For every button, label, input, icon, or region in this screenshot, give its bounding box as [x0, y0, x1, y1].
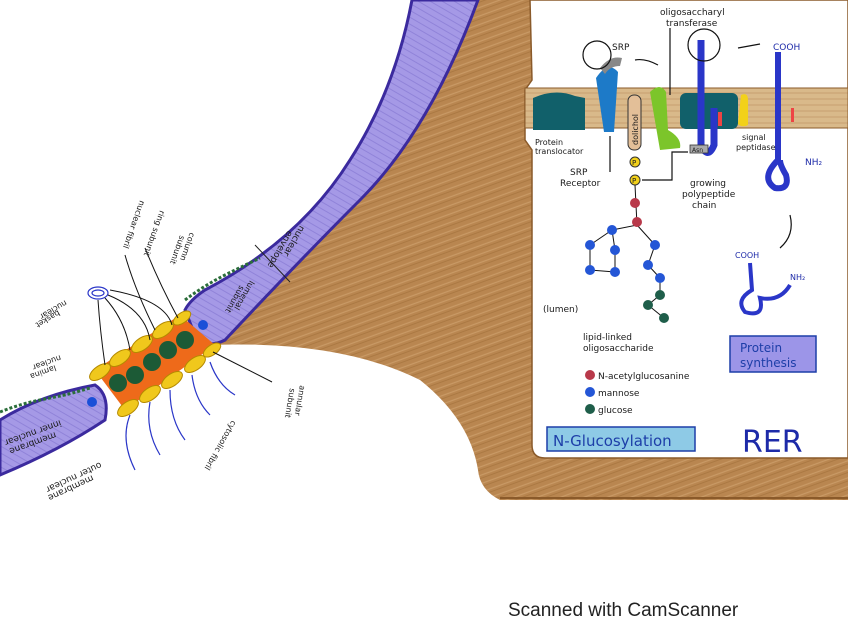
released-chain — [765, 52, 790, 192]
ost-label-2: transferase — [666, 19, 718, 29]
growing-chain-label-2: polypeptide — [682, 190, 736, 200]
protein-synthesis-label-1: Protein — [740, 341, 782, 355]
srp-receptor — [596, 67, 618, 132]
legend-swatch — [585, 370, 595, 380]
n-glucosylation-box — [546, 426, 696, 452]
growing-chain-label-1: growing — [690, 179, 726, 189]
nh2-label-folded: NH₂ — [790, 273, 805, 282]
cooh-label: COOH — [773, 43, 800, 53]
lipid-linked-label-2: oligosaccharide — [583, 344, 654, 354]
ost-label-1: oligosaccharyl — [660, 8, 725, 18]
n-glucosylation-label: N-Glucosylation — [553, 432, 672, 450]
oligosaccharide-chain — [585, 184, 669, 323]
phosphate-1 — [629, 156, 641, 168]
rer-lumen-panel — [524, 0, 848, 459]
folded-protein — [739, 262, 792, 316]
signal-peptidase — [738, 94, 748, 127]
legend-swatch — [585, 404, 595, 414]
nuclear-fibril-label: nuclear fibril — [121, 199, 147, 249]
legend-label: N-acetylglucosanine — [598, 372, 690, 382]
lipid-linked-label-1: lipid-linked — [583, 333, 632, 343]
legend: N-acetylglucosanine mannose glucose — [585, 370, 690, 416]
lumenal-subunit-knob — [198, 320, 208, 330]
arrow — [634, 58, 659, 66]
nh2-label: NH₂ — [805, 158, 823, 168]
dolichol-label: dolichol — [631, 114, 640, 145]
nuclear-basket — [87, 286, 109, 300]
protein-synthesis-label-2: synthesis — [740, 356, 797, 370]
srp-label: SRP — [612, 43, 630, 53]
lumen-label: (lumen) — [543, 305, 578, 315]
protein-synthesis-box — [729, 335, 817, 373]
nuclear-fibrils — [97, 247, 179, 366]
dolichol — [627, 94, 642, 151]
arrow — [737, 43, 761, 49]
protein-translocator — [533, 92, 585, 130]
oligosaccharyl-transferase — [650, 87, 681, 150]
translocon — [680, 93, 738, 129]
cytosolic-fibrils — [125, 361, 236, 471]
ring-subunit-label: ring subunit — [142, 209, 167, 257]
asn-label: Asn — [692, 147, 703, 154]
phosphate-label: P — [632, 177, 636, 185]
camscanner-watermark: Scanned with CamScanner — [508, 600, 739, 621]
legend-label: glucose — [598, 406, 633, 416]
cytosolic-fibril-label: cytosolic fibril — [203, 419, 239, 472]
phosphate-label: P — [632, 159, 636, 167]
signal-peptidase-label-1: signal — [742, 133, 766, 142]
srp — [600, 57, 622, 74]
translocator-label-1: Protein — [535, 138, 563, 147]
srp-receptor-label-1: SRP — [570, 168, 588, 178]
growing-chain-label-3: chain — [692, 201, 716, 211]
legend-label: mannose — [598, 389, 640, 399]
nuclear-lamina — [0, 386, 91, 414]
srp-receptor-label-2: Receptor — [560, 179, 601, 189]
signal-peptidase-label-2: peptidase — [736, 143, 776, 152]
legend-swatch — [585, 387, 595, 397]
rer-title: RER — [742, 425, 803, 460]
arrow — [642, 151, 688, 181]
translocator-label-2: translocator — [535, 147, 584, 156]
nuclear-pore-complex — [89, 310, 222, 417]
cooh-label-folded: COOH — [735, 251, 759, 260]
arrow — [779, 214, 792, 249]
asn-box — [689, 144, 709, 154]
